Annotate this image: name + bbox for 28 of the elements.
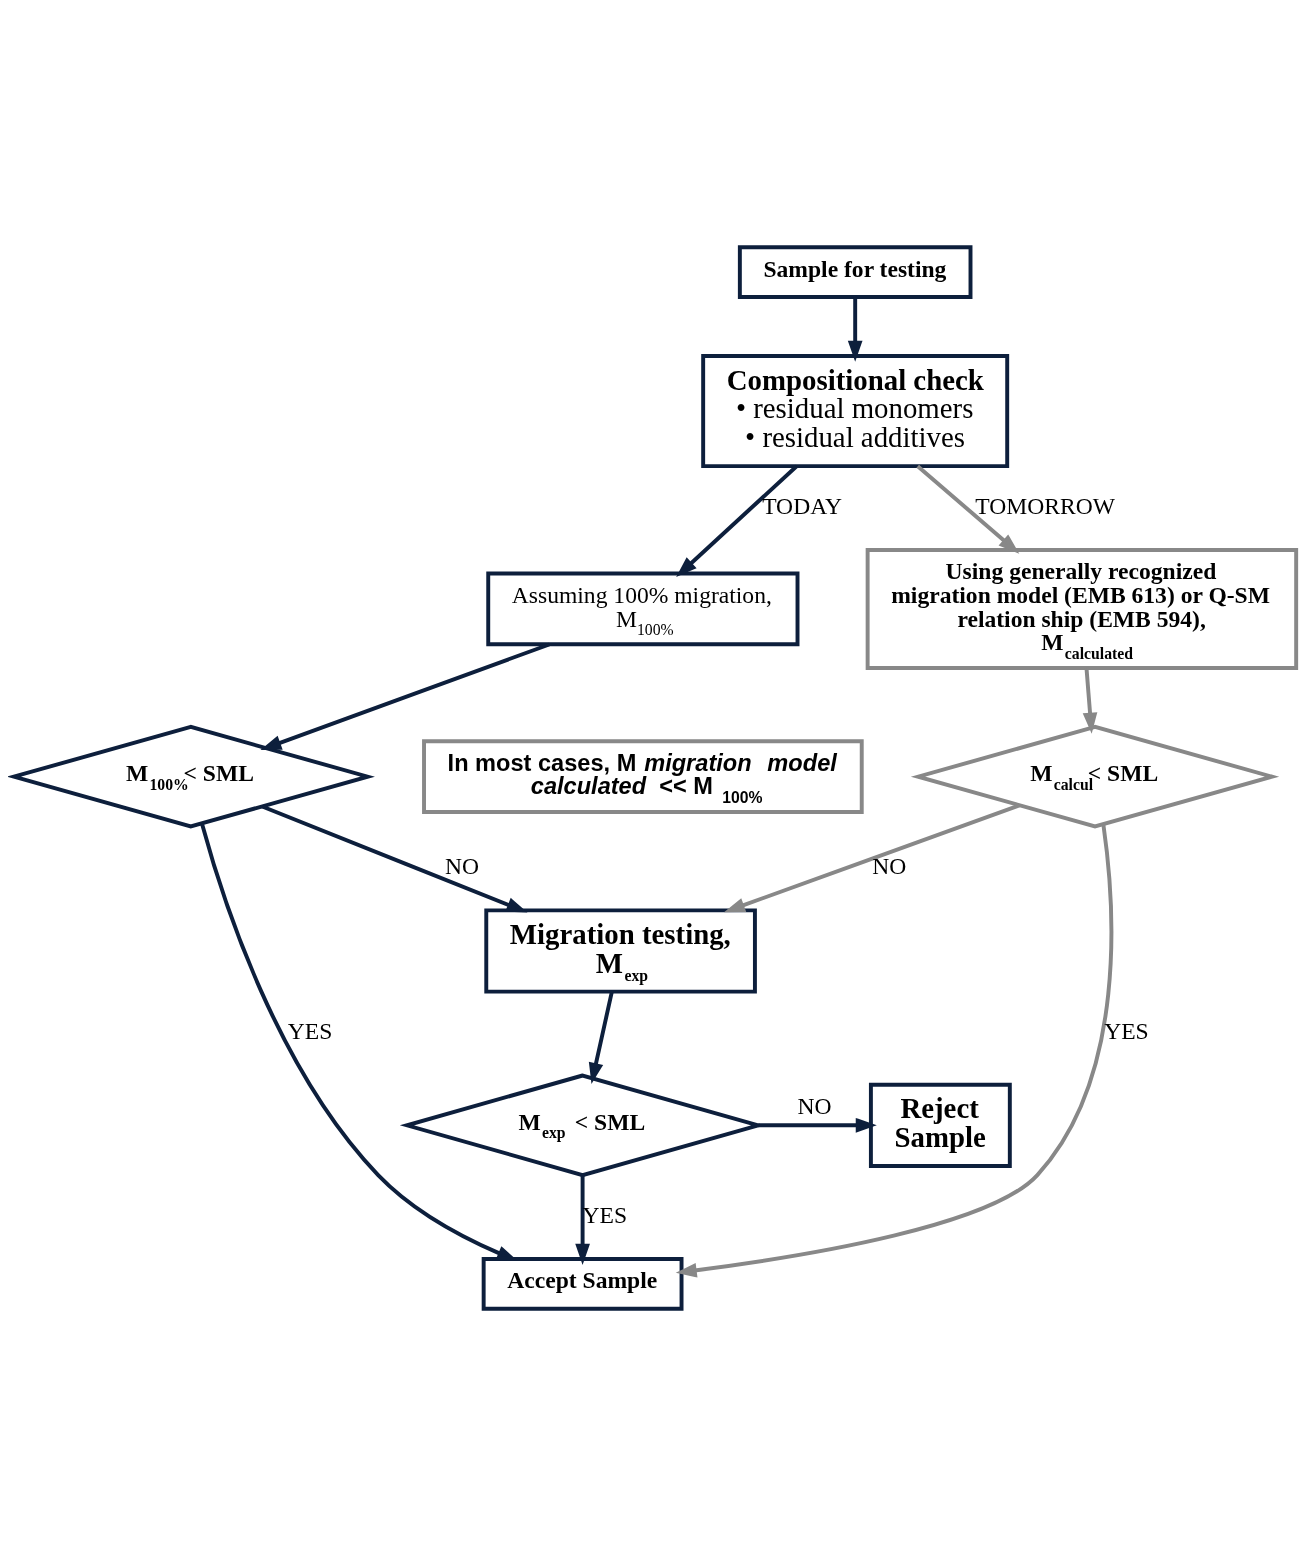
arrow: [724, 803, 1020, 913]
edge-label: TOMORROW: [975, 492, 1116, 519]
node-box: Sample for testing: [737, 245, 973, 299]
arrow: [260, 642, 550, 750]
node-diamond: M$_{calcul}$< SML: [910, 724, 1280, 829]
node-box: Compositional check • residual monomers • residual additives: [701, 354, 1010, 469]
edge-label: NO: [445, 853, 480, 880]
node-box: Using generally recognized migration model (EMB 613) or Q-SM relation ship (EMB 594), M$_{calculated}$: [865, 548, 1299, 670]
edge-label: YES: [287, 1018, 333, 1045]
node-box: Reject Sample: [868, 1082, 1012, 1168]
node-diamond: M$_{100%}$< SML: [8, 724, 375, 829]
node-box: Assuming 100% migration, M$_{100%}$: [486, 571, 800, 647]
arrow: [758, 1117, 877, 1133]
edge-label: TODAY: [762, 492, 843, 519]
arrow: [588, 991, 614, 1084]
arrow: [1082, 667, 1098, 734]
node-box: In most cases, M migration model calculated << M $_{100%}$: [422, 739, 864, 815]
edge-label: NO: [872, 853, 907, 880]
arrow: [261, 804, 528, 913]
edge-label: YES: [1104, 1018, 1149, 1045]
arrow: [675, 824, 1114, 1278]
node-box: Accept Sample: [481, 1257, 684, 1311]
arrow: [676, 464, 798, 578]
arrow: [847, 297, 863, 362]
arrow: [575, 1175, 590, 1265]
arrow: [916, 464, 1020, 554]
edge-label: NO: [797, 1093, 832, 1120]
node-box: Migration testing, M$_{exp}$: [484, 908, 757, 994]
